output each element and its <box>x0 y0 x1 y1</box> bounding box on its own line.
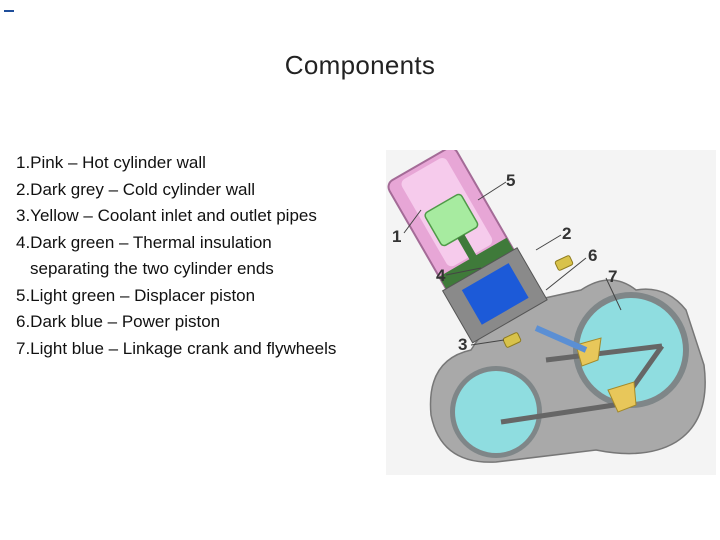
engine-cutaway-illustration: 1 2 3 4 5 6 7 <box>386 150 716 475</box>
linkage-rod-lower <box>500 401 622 425</box>
component-item-4-continued: separating the two cylinder ends <box>30 259 274 278</box>
callout-line-7 <box>605 277 622 311</box>
callout-line-6 <box>545 257 587 291</box>
component-item-6: 6.Dark blue – Power piston <box>16 312 221 331</box>
coolant-outlet-pipe <box>554 255 574 271</box>
crank-plate-upper <box>575 337 602 367</box>
callout-line-5 <box>477 181 507 201</box>
callout-line-1 <box>403 209 422 234</box>
component-item-3: 3.Yellow – Coolant inlet and outlet pipe… <box>16 206 317 225</box>
component-list: 1.Pink – Hot cylinder wall 2.Dark grey –… <box>16 150 386 362</box>
callout-line-3 <box>470 339 505 346</box>
callout-3: 3 <box>458 335 467 354</box>
component-item-7: 7.Light blue – Linkage crank and flywhee… <box>16 338 337 358</box>
component-item-4: 4.Dark green – Thermal insulation <box>16 232 272 252</box>
callout-1: 1 <box>392 227 401 246</box>
callout-6: 6 <box>588 246 597 265</box>
slide-corner-mark <box>4 10 14 12</box>
component-item-2: 2.Dark grey – Cold cylinder wall <box>16 179 256 199</box>
linkage-rod-upper <box>545 343 663 363</box>
power-piston <box>461 263 529 325</box>
crank-plate-lower <box>607 381 637 413</box>
coolant-inlet-pipe <box>502 332 522 348</box>
callout-2: 2 <box>562 224 571 243</box>
slide-title: Components <box>284 50 436 80</box>
stirling-engine-diagram: 1 2 3 4 5 6 7 <box>386 150 716 475</box>
power-piston-rod <box>534 325 588 353</box>
callout-line-4 <box>445 267 482 276</box>
callout-4: 4 <box>436 266 446 285</box>
thermal-insulation <box>439 237 514 289</box>
callout-line-2 <box>535 234 562 251</box>
component-item-1: 1.Pink – Hot cylinder wall <box>16 153 206 172</box>
callout-7: 7 <box>608 267 617 286</box>
callout-5: 5 <box>506 171 515 190</box>
flywheel-left <box>455 371 537 453</box>
component-item-5: 5.Light green – Displacer piston <box>16 285 256 305</box>
